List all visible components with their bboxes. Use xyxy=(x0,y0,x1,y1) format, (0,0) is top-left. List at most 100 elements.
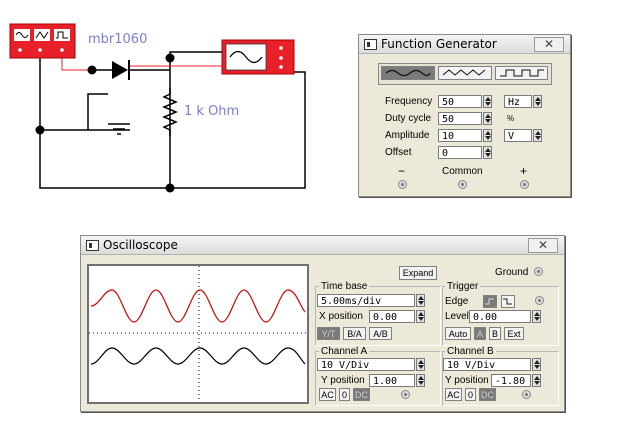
channel-b-ypos-label: Y position xyxy=(445,375,489,386)
channel-b-ac-button[interactable]: AC xyxy=(445,388,462,401)
channel-b-ypos-spinner[interactable] xyxy=(532,374,541,387)
channel-a-terminal[interactable] xyxy=(401,390,410,399)
frequency-unit-select[interactable]: Hz xyxy=(504,95,532,108)
timebase-spinner[interactable] xyxy=(416,294,425,307)
trigger-a-button[interactable]: A xyxy=(474,327,486,340)
timebase-input[interactable]: 5.00ms/div xyxy=(317,294,415,307)
ground-return-wire xyxy=(39,58,306,189)
duty-cycle-unit: % xyxy=(507,114,515,123)
mode-ab-button[interactable]: A/B xyxy=(369,327,392,340)
channel-b-scale-input[interactable]: 10 V/Div xyxy=(443,358,531,371)
channel-a-ac-button[interactable]: AC xyxy=(319,388,336,401)
offset-spinner[interactable] xyxy=(483,146,492,159)
function-generator-titlebar[interactable]: Function Generator ✕ xyxy=(359,35,570,54)
window-title: Function Generator xyxy=(381,37,497,51)
channel-b-zero-button[interactable]: 0 xyxy=(465,388,476,401)
falling-edge-icon xyxy=(503,298,512,305)
ground-icon xyxy=(108,123,130,135)
trigger-auto-button[interactable]: Auto xyxy=(445,327,471,340)
amplitude-spinner[interactable] xyxy=(483,129,492,142)
mode-ba-button[interactable]: B/A xyxy=(343,327,366,340)
plus-terminal-label: + xyxy=(520,164,528,178)
duty-cycle-spinner[interactable] xyxy=(483,112,492,125)
ground-label: Ground xyxy=(495,267,529,278)
scope-display xyxy=(87,264,309,404)
triangle-wave-icon xyxy=(442,69,486,76)
level-spinner[interactable] xyxy=(532,310,541,323)
offset-input[interactable]: 0 xyxy=(438,146,482,159)
trigger-b-button[interactable]: B xyxy=(489,327,501,340)
common-terminal-label: Common xyxy=(442,166,483,177)
scope-channel-wire xyxy=(169,51,222,58)
channel-a-scale-input[interactable]: 10 V/Div xyxy=(317,358,415,371)
timebase-group xyxy=(315,286,441,346)
channel-a-dc-button[interactable]: DC xyxy=(353,388,370,401)
channel-a-label: Channel A xyxy=(319,346,370,357)
amplitude-unit-spinner[interactable] xyxy=(533,129,542,142)
falling-edge-button[interactable] xyxy=(501,295,515,308)
plus-terminal[interactable] xyxy=(520,180,529,189)
xposition-label: X position xyxy=(319,311,363,322)
junction-dot xyxy=(165,183,175,193)
close-button[interactable]: ✕ xyxy=(528,238,558,253)
common-terminal[interactable] xyxy=(458,180,467,189)
rising-edge-button[interactable] xyxy=(483,295,497,308)
oscilloscope-window: Oscilloscope ✕ Expand Ground Time base 5… xyxy=(80,235,565,412)
square-wave-button[interactable] xyxy=(495,66,548,80)
channel-a-ypos-label: Y position xyxy=(321,375,365,386)
resistor-label: 1 k Ohm xyxy=(184,104,240,119)
frequency-spinner[interactable] xyxy=(483,95,492,108)
oscilloscope-titlebar[interactable]: Oscilloscope ✕ xyxy=(81,236,564,255)
channel-a-group xyxy=(315,351,441,406)
window-title: Oscilloscope xyxy=(103,238,178,252)
channel-a-scale-spinner[interactable] xyxy=(416,358,425,371)
sine-wave-button[interactable] xyxy=(381,66,435,80)
channel-b-terminal[interactable] xyxy=(522,390,531,399)
channel-a-zero-button[interactable]: 0 xyxy=(339,388,350,401)
junction-dot xyxy=(165,53,175,63)
channel-b-label: Channel B xyxy=(445,346,496,357)
level-label: Level xyxy=(445,311,469,322)
window-app-icon xyxy=(364,39,377,50)
channel-a-ypos-input[interactable]: 1.00 xyxy=(369,374,415,387)
frequency-label: Frequency xyxy=(385,96,433,107)
junction-dot xyxy=(87,65,97,75)
minus-terminal-label: − xyxy=(398,164,406,178)
scope-traces xyxy=(89,266,307,402)
xposition-input[interactable]: 0.00 xyxy=(369,310,415,323)
minus-terminal[interactable] xyxy=(398,180,407,189)
amplitude-input[interactable]: 10 xyxy=(438,129,482,142)
channel-b-dc-button[interactable]: DC xyxy=(479,388,496,401)
channel-a-trace xyxy=(90,289,306,323)
junction-dot xyxy=(35,125,45,135)
xposition-spinner[interactable] xyxy=(416,310,425,323)
level-input[interactable]: 0.00 xyxy=(469,310,531,323)
diode-icon xyxy=(92,60,170,80)
channel-b-trace xyxy=(90,347,306,365)
channel-a-ypos-spinner[interactable] xyxy=(416,374,425,387)
resistor-icon xyxy=(162,88,178,136)
channel-b-scale-spinner[interactable] xyxy=(532,358,541,371)
amplitude-unit-select[interactable]: V xyxy=(504,129,532,142)
mode-yt-button[interactable]: Y/T xyxy=(317,327,340,340)
trigger-terminal[interactable] xyxy=(535,296,544,305)
edge-label: Edge xyxy=(445,296,469,307)
close-button[interactable]: ✕ xyxy=(534,37,564,52)
duty-cycle-input[interactable]: 50 xyxy=(438,112,482,125)
function-generator-window: Function Generator ✕ Frequency 50 Hz Dut… xyxy=(358,34,571,197)
function-generator-instrument xyxy=(9,23,76,59)
diode-label: mbr1060 xyxy=(88,32,148,47)
channel-b-group xyxy=(442,351,559,406)
triangle-wave-button[interactable] xyxy=(438,66,492,80)
trigger-group xyxy=(442,286,559,346)
frequency-unit-spinner[interactable] xyxy=(533,95,542,108)
expand-button[interactable]: Expand xyxy=(399,266,437,280)
sine-wave-icon xyxy=(385,69,431,77)
generator-output-wire xyxy=(61,58,92,71)
trigger-ext-button[interactable]: Ext xyxy=(504,327,524,340)
ground-terminal[interactable] xyxy=(534,267,543,276)
channel-b-ypos-input[interactable]: -1.80 xyxy=(491,374,531,387)
offset-label: Offset xyxy=(385,147,412,158)
rising-edge-icon xyxy=(485,298,494,305)
frequency-input[interactable]: 50 xyxy=(438,95,482,108)
